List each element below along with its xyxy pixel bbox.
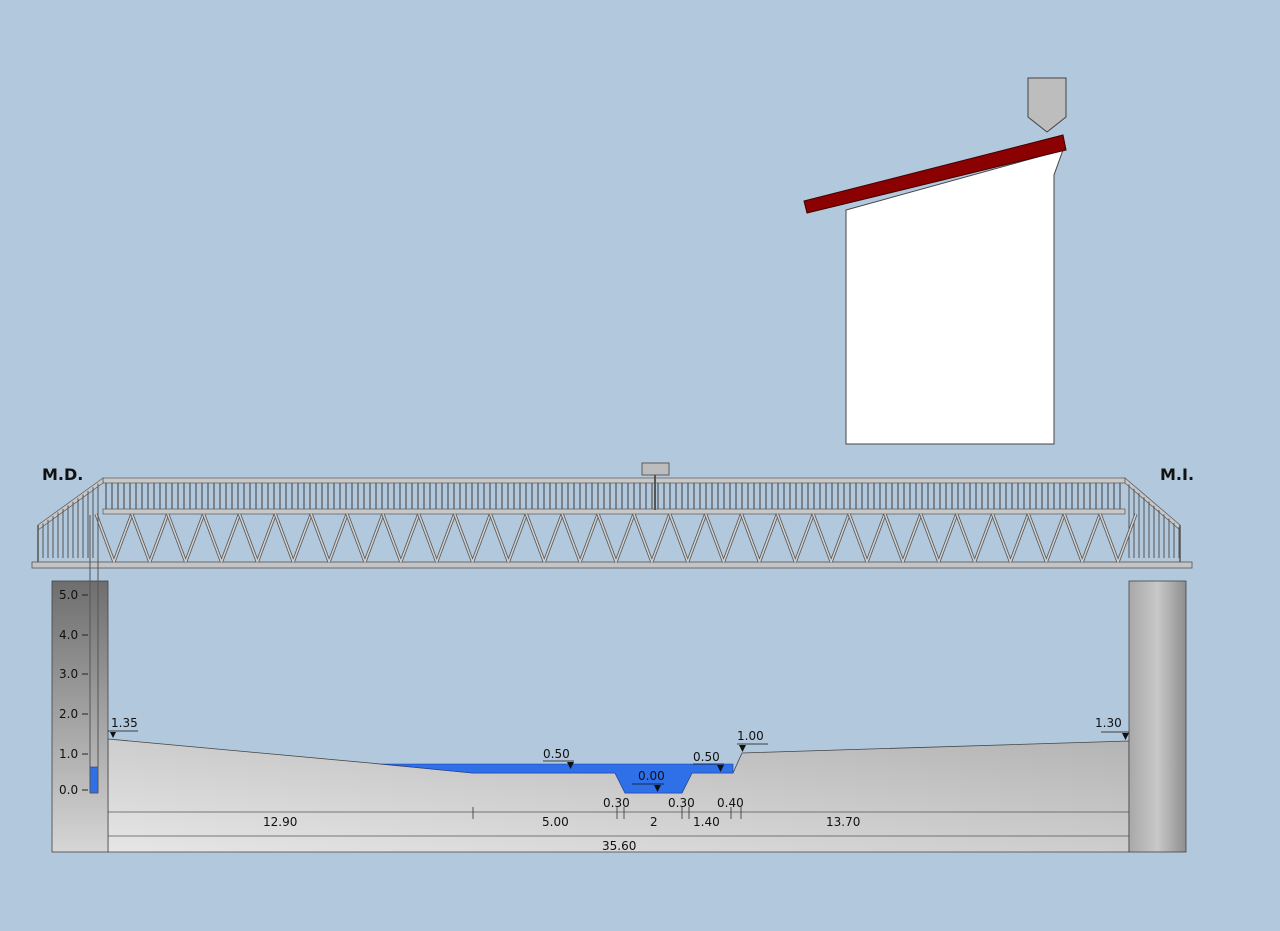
- riverbed-section: [107, 738, 1130, 853]
- sensor-housing: [803, 77, 1067, 445]
- width-right-floodplain: 13.70: [826, 815, 860, 829]
- svg-text:1.35: 1.35: [111, 716, 138, 730]
- sub-width-c: 0.40: [717, 796, 744, 810]
- svg-text:0.50: 0.50: [543, 747, 570, 761]
- total-width: 35.60: [602, 839, 636, 853]
- left-bank-label: M.D.: [42, 465, 83, 484]
- water-body: [381, 763, 734, 794]
- elevation-marker-right-water: 0.50: [693, 750, 724, 772]
- elevation-marker-right-bank: 1.30: [1095, 716, 1129, 740]
- bridge-deck: [31, 561, 1193, 569]
- sub-width-a: 0.30: [603, 796, 630, 810]
- elevation-marker-right-top: 1.00: [737, 729, 768, 752]
- svg-text:1.30: 1.30: [1095, 716, 1122, 730]
- truss-bridge: [31, 462, 1193, 569]
- bridge-railing: [37, 477, 1181, 562]
- gauge-tick-0: 0.0: [59, 783, 78, 797]
- gauge-water-level: [89, 766, 99, 794]
- right-bank-label: M.I.: [1160, 465, 1194, 484]
- gauge-tick-2: 2.0: [59, 707, 78, 721]
- svg-text:0.50: 0.50: [693, 750, 720, 764]
- sub-width-b: 0.30: [668, 796, 695, 810]
- elevation-markers: 1.35 0.50 0.00 0.50 1.00 1.30: [108, 716, 1129, 792]
- svg-text:0.00: 0.00: [638, 769, 665, 783]
- width-labels: 12.90 5.00 2 1.40 13.70 35.60: [263, 815, 860, 853]
- bridge-sensor-box: [641, 462, 670, 476]
- gauge-tick-4: 4.0: [59, 628, 78, 642]
- gauge-tick-1: 1.0: [59, 747, 78, 761]
- sloped-beam: [803, 134, 1067, 214]
- elevation-marker-left-bank: 1.35: [108, 716, 138, 738]
- elevation-marker-left-water: 0.50: [543, 747, 574, 769]
- width-left-floodplain: 12.90: [263, 815, 297, 829]
- width-left-section: 5.00: [542, 815, 569, 829]
- bridge-truss: [94, 513, 1138, 563]
- gauge-tick-3: 3.0: [59, 667, 78, 681]
- width-channel: 2: [650, 815, 658, 829]
- sub-width-labels: 0.30 0.30 0.40: [472, 796, 744, 819]
- elevation-marker-channel-bottom: 0.00: [632, 769, 665, 792]
- staff-gauge: 5.0 4.0 3.0 2.0 1.0 0.0: [51, 515, 109, 853]
- svg-text:1.00: 1.00: [737, 729, 764, 743]
- gauge-tick-5: 5.0: [59, 588, 78, 602]
- right-abutment-wall: [1128, 580, 1187, 853]
- width-right-section: 1.40: [693, 815, 720, 829]
